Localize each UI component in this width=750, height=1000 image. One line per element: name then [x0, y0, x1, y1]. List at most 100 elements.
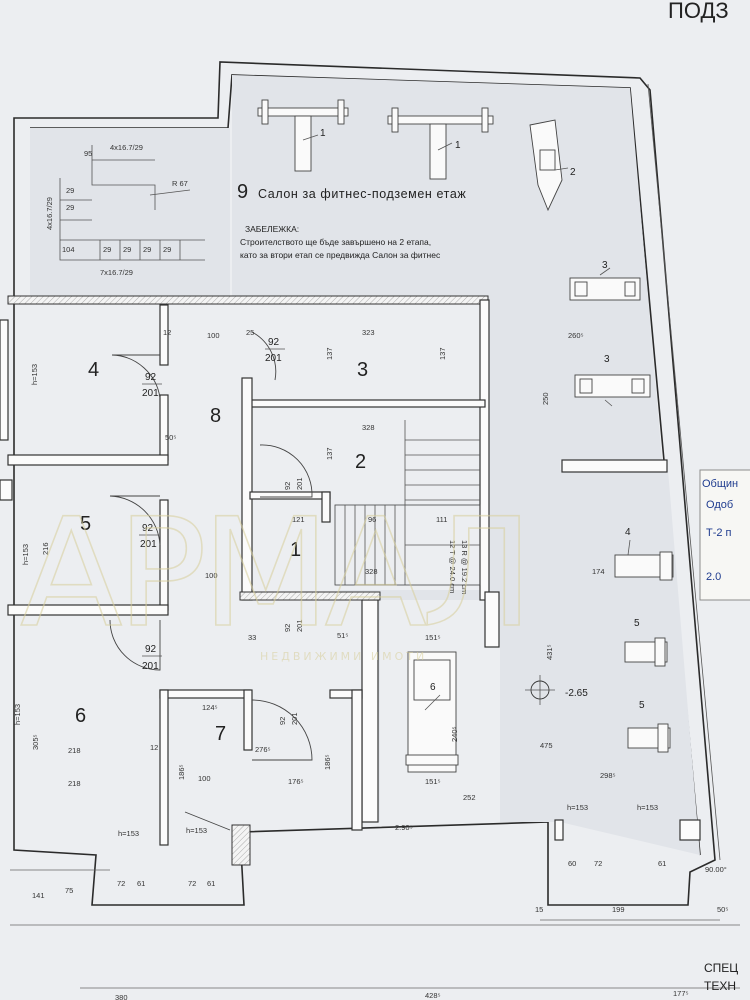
bench-press-1 — [257, 99, 349, 172]
stair-inner-2: 13 R @ 19.2 cm — [460, 540, 469, 594]
dim-276: 276⁵ — [255, 745, 271, 754]
door-swings — [109, 331, 313, 831]
dim-199: 199 — [612, 905, 625, 914]
watermark-brand: АРМАЛ — [20, 487, 528, 661]
watermark-tagline: НЕДВИЖИМИ ИМОТИ — [260, 650, 427, 663]
dim-290: 2.90⁵ — [395, 823, 413, 832]
stamp-line-1: Общин — [702, 478, 738, 490]
door-labels: 92 201 92 201 92 201 92 201 92 201 92 20… — [139, 337, 304, 725]
dim-50: 50⁵ — [165, 433, 176, 442]
door-width: 92 — [142, 523, 154, 534]
level-marker — [525, 675, 555, 705]
dim-61: 61 — [137, 879, 145, 888]
dim-121: 121 — [292, 515, 305, 524]
equipment-label: 5 — [639, 700, 645, 711]
equipment-label: 5 — [634, 618, 640, 629]
dim-137: 137 — [325, 447, 334, 460]
door-height: 201 — [142, 388, 159, 399]
fitness-hall-area — [232, 75, 700, 855]
dim-111: 111 — [436, 515, 447, 524]
station-5a — [624, 637, 668, 667]
stair-core: 12 T @ 24.0 cm 13 R @ 19.2 cm — [334, 420, 481, 594]
stair-radius: R 67 — [172, 179, 188, 188]
dim-15: 15 — [535, 905, 543, 914]
room-number-4: 4 — [88, 359, 99, 381]
dimension-labels: 100 12 25 323 328 137 137 137 h=153 h=15… — [13, 328, 728, 1000]
equipment-label: 2 — [570, 167, 576, 178]
dim-186: 186⁵ — [177, 764, 186, 780]
door-height: 201 — [295, 619, 304, 632]
dim-250: 250 — [541, 392, 550, 405]
equipment-label: 1 — [320, 128, 326, 139]
room-number-9: 9 — [237, 181, 248, 203]
approval-stamp: Общин Одоб Т-2 п 2.0 — [699, 469, 750, 601]
door-height: 201 — [265, 353, 282, 364]
dim-12: 12 — [163, 328, 171, 337]
dim-29: 29 — [103, 245, 111, 254]
door-width: 92 — [283, 624, 292, 632]
dim-328: 328 — [365, 567, 378, 576]
door-width: 92 — [283, 482, 292, 490]
dim-218: 218 — [68, 779, 81, 788]
dim-252: 252 — [463, 793, 476, 802]
dim-151: 151⁵ — [425, 777, 441, 786]
note-line-1: Строителството ще бъде завършено на 2 ет… — [240, 237, 431, 247]
dim-305: 305⁵ — [31, 734, 40, 750]
bench-press-2 — [387, 107, 494, 180]
dim-174: 174 — [592, 567, 605, 576]
dim-h153: h=153 — [30, 364, 39, 385]
dim-218: 218 — [68, 746, 81, 755]
dim-124: 124⁵ — [202, 703, 218, 712]
stamp-line-2: Одоб — [706, 499, 733, 511]
dim-h153: h=153 — [13, 704, 22, 725]
door-width: 92 — [145, 644, 157, 655]
dim-90: 90.00° — [705, 865, 727, 874]
dim-100: 100 — [205, 571, 218, 580]
stair-label-side: 4x16.7/29 — [45, 197, 54, 230]
dim-186: 186⁵ — [323, 754, 332, 770]
room-numbers: 1 2 3 4 5 6 7 8 9 — [75, 181, 368, 745]
equipment-label: 3 — [602, 260, 608, 271]
dim-100: 100 — [198, 774, 211, 783]
stamp-line-4: 2.0 — [706, 571, 721, 583]
dim-h153: h=153 — [118, 829, 139, 838]
dim-61: 61 — [658, 859, 666, 868]
door-height: 201 — [295, 477, 304, 490]
door-height: 201 — [142, 661, 159, 672]
dim-29: 29 — [163, 245, 171, 254]
dim-72: 72 — [594, 859, 602, 868]
title-block-line-2: ТЕХН — [704, 979, 736, 993]
title-block-line-1: СПЕЦ — [704, 961, 738, 975]
room-number-3: 3 — [357, 359, 368, 381]
dim-12: 12 — [150, 743, 158, 752]
room-number-5: 5 — [80, 513, 91, 535]
dim-298: 298⁵ — [600, 771, 616, 780]
gym-equipment — [257, 99, 674, 773]
dim-29: 29 — [143, 245, 151, 254]
room-number-2: 2 — [355, 451, 366, 473]
exercise-bike-4 — [614, 539, 674, 581]
level-mark: -2.65 — [565, 688, 588, 699]
equipment-label: 3 — [604, 354, 610, 365]
stair-label-bottom: 7x16.7/29 — [100, 268, 133, 277]
note-line-2: като за втори етап се предвижда Салон за… — [240, 250, 441, 260]
fitness-hall-title: Салон за фитнес-подземен етаж — [258, 187, 466, 201]
watermark: АРМАЛ НЕДВИЖИМИ ИМОТИ — [19, 486, 534, 663]
dim-95: 95 — [84, 149, 92, 158]
dim-380: 380 — [115, 993, 128, 1000]
treadmill-3a — [569, 267, 641, 301]
dim-141: 141 — [32, 891, 45, 900]
stair-inner-1: 12 T @ 24.0 cm — [448, 540, 457, 593]
dim-75: 75 — [65, 886, 73, 895]
dim-h153: h=153 — [567, 803, 588, 812]
door-height: 201 — [290, 712, 299, 725]
dim-50: 50⁵ — [717, 905, 728, 914]
dimension-lines — [10, 869, 740, 989]
equipment-label: 1 — [455, 140, 461, 151]
dim-176: 176⁵ — [288, 777, 304, 786]
treadmill-3b — [574, 374, 651, 407]
leg-press-2 — [529, 119, 569, 212]
interior-walls — [0, 295, 701, 866]
dim-428: 428⁵ — [425, 991, 441, 1000]
